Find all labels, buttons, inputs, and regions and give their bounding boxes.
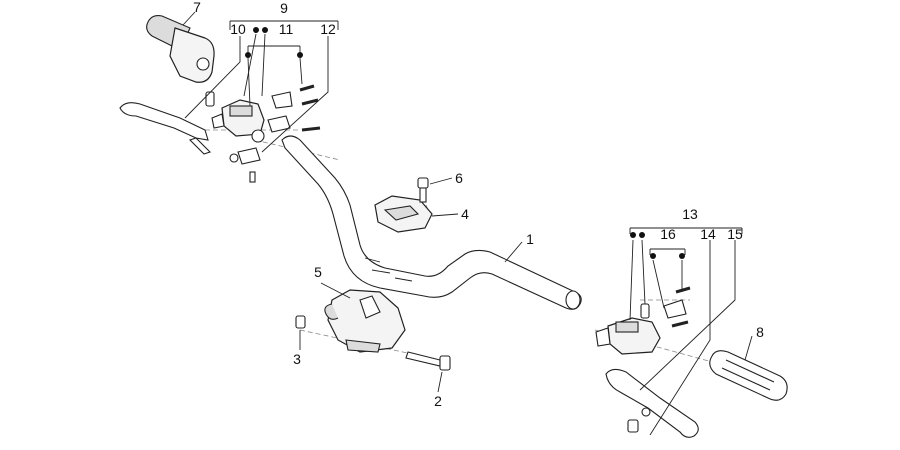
group-dots bbox=[245, 27, 685, 259]
group-brackets bbox=[229, 20, 743, 255]
label-1: 1 bbox=[526, 231, 534, 247]
label-14: 14 bbox=[700, 226, 716, 242]
label-10: 10 bbox=[230, 21, 246, 37]
clamp-bolt-6 bbox=[417, 177, 429, 203]
left-small-parts bbox=[205, 91, 261, 183]
label-15: 15 bbox=[727, 226, 743, 242]
label-8: 8 bbox=[756, 324, 764, 340]
upper-clamp bbox=[374, 195, 433, 233]
handlebar-tube bbox=[281, 135, 582, 310]
label-12: 12 bbox=[320, 21, 336, 37]
label-11: 11 bbox=[279, 21, 294, 37]
label-9: 9 bbox=[280, 0, 288, 16]
lower-clamp-riser bbox=[324, 289, 406, 353]
left-brake-lever bbox=[119, 102, 212, 155]
label-7: 7 bbox=[193, 0, 201, 15]
label-5: 5 bbox=[314, 264, 322, 280]
left-master-cylinder bbox=[211, 99, 265, 143]
riser-bolt-2 bbox=[405, 351, 451, 371]
label-4: 4 bbox=[461, 206, 469, 222]
label-13: 13 bbox=[682, 206, 698, 222]
leader-lines bbox=[182, 11, 753, 436]
label-3: 3 bbox=[293, 351, 301, 367]
spacer-3 bbox=[295, 315, 306, 329]
callout-labels: 7 9 10 11 12 6 4 1 5 3 2 13 16 14 15 8 bbox=[193, 0, 764, 409]
right-clamp-and-screws bbox=[627, 286, 691, 433]
right-grip bbox=[709, 350, 788, 401]
label-2: 2 bbox=[434, 393, 442, 409]
right-brake-lever bbox=[605, 368, 699, 438]
left-clamp-halves bbox=[267, 84, 321, 133]
left-grip-switch bbox=[146, 15, 215, 83]
right-master-cylinder bbox=[595, 317, 661, 355]
label-16: 16 bbox=[660, 226, 676, 242]
label-6: 6 bbox=[455, 170, 463, 186]
